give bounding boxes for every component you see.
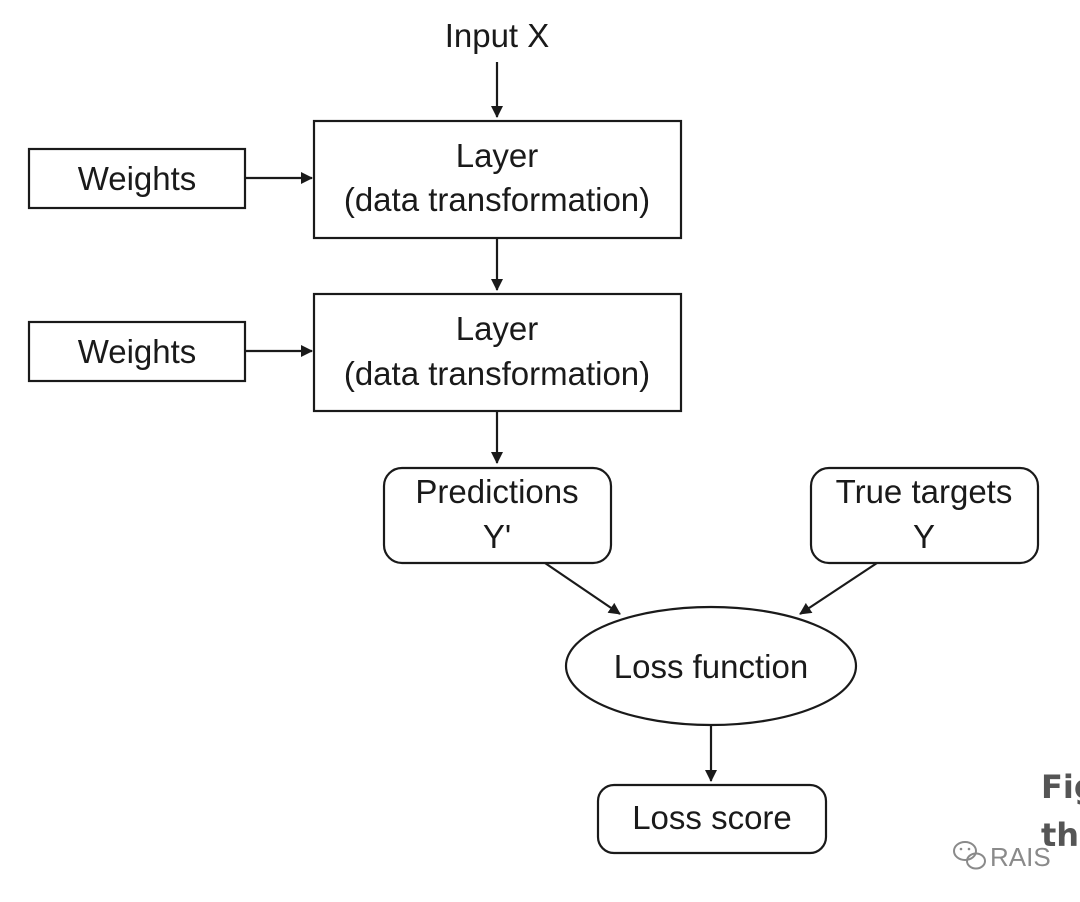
layer-box-2: Layer (data transformation) — [312, 292, 683, 413]
weights-2-label: Weights — [78, 333, 197, 370]
true-targets-title: True targets — [836, 473, 1013, 510]
caption-line-1: Fig — [1041, 768, 1080, 806]
loss-function-node: Loss function — [564, 605, 858, 727]
predictions-symbol: Y' — [483, 518, 511, 555]
weights-box-1: Weights — [27, 147, 247, 210]
edge-predictions-to-loss-function — [544, 562, 621, 615]
loss-score-box: Loss score — [596, 783, 828, 855]
predictions-title: Predictions — [415, 473, 578, 510]
layer-2-title: Layer — [456, 310, 539, 347]
edge-true-targets-to-loss-function — [799, 562, 878, 615]
loss-function-label: Loss function — [614, 648, 808, 685]
input-x-label: Input X — [445, 17, 550, 54]
layer-1-subtitle: (data transformation) — [344, 181, 650, 218]
watermark: RAIS — [953, 841, 1051, 872]
edges — [245, 62, 878, 782]
caption-line-2: th — [1041, 816, 1079, 854]
predictions-box: Predictions Y' — [382, 466, 613, 565]
layer-box-1: Layer (data transformation) — [312, 119, 683, 240]
loss-score-label: Loss score — [632, 799, 792, 836]
weights-1-label: Weights — [78, 160, 197, 197]
layer-2-subtitle: (data transformation) — [344, 355, 650, 392]
true-targets-symbol: Y — [913, 518, 935, 555]
weights-box-2: Weights — [27, 320, 247, 383]
wechat-icon — [953, 841, 986, 870]
layer-1-title: Layer — [456, 137, 539, 174]
true-targets-box: True targets Y — [809, 466, 1040, 565]
watermark-text: RAIS — [990, 842, 1051, 872]
